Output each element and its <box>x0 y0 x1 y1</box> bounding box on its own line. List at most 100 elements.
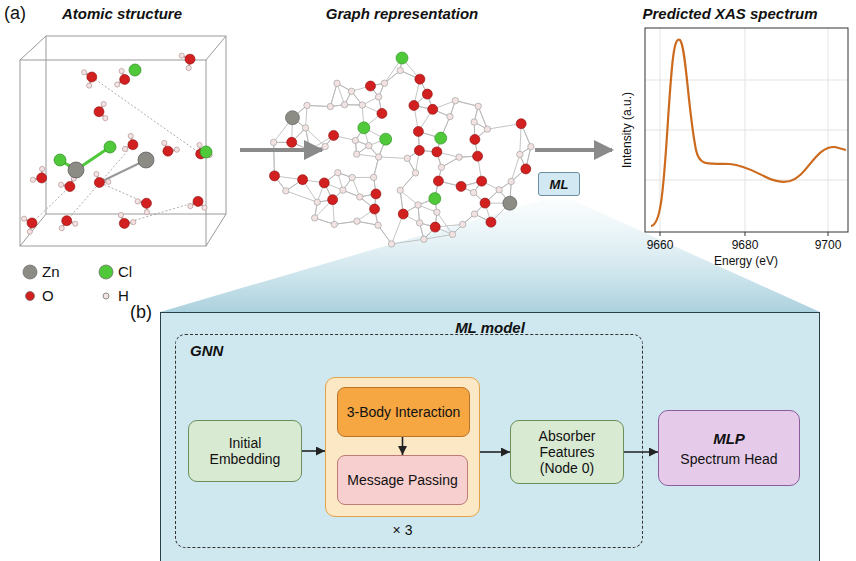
graph-vertex <box>528 143 534 149</box>
graph-edge <box>478 106 487 129</box>
hydrogen-atom <box>197 142 202 147</box>
graph-vertex <box>433 176 443 186</box>
graph-vertex <box>413 127 423 137</box>
graph-vertex <box>521 164 531 174</box>
graph-vertex <box>421 236 427 242</box>
graph-vertex <box>471 119 477 125</box>
graph-vertex <box>340 187 346 193</box>
graph-edge <box>307 105 330 106</box>
hydrogen-atom <box>58 182 63 187</box>
oxygen-atom <box>94 178 104 188</box>
graph-edge <box>330 83 337 106</box>
graph-vertex <box>359 102 365 108</box>
hydrogen-atom <box>115 82 120 87</box>
graph-vertex <box>456 181 466 191</box>
graph-vertex <box>508 178 514 184</box>
graph-edge <box>379 157 408 158</box>
hydrogen-atom <box>30 177 35 182</box>
graph-vertex <box>358 122 370 134</box>
repeat-count: × 3 <box>326 522 479 538</box>
gnn-group: GNN Initial Embedding × 33-Body Interactio… <box>175 334 643 548</box>
graph-vertex <box>388 241 394 247</box>
arrow-connector <box>624 451 658 453</box>
flow-arrow <box>240 148 322 152</box>
graph-vertex <box>452 97 458 103</box>
hydrogen-bond <box>99 183 146 204</box>
spectrum-plot <box>645 28 848 236</box>
graph-vertex <box>370 174 376 180</box>
graph-vertex <box>375 222 381 228</box>
graph-vertex <box>352 137 358 143</box>
graph-vertex <box>311 215 317 221</box>
hydrogen-atom <box>179 53 184 58</box>
legend-swatch <box>23 265 37 279</box>
graph-vertex <box>396 52 408 64</box>
graph-vertex <box>404 155 410 161</box>
ml-box: ML <box>538 172 580 196</box>
legend-swatch <box>99 265 113 279</box>
graph-vertex <box>496 187 502 193</box>
graph-vertex <box>438 164 444 170</box>
oxygen-atom <box>119 218 129 228</box>
hydrogen-atom <box>94 171 99 176</box>
graph-vertex <box>365 81 375 91</box>
hydrogen-atom <box>119 68 124 73</box>
tick-label: 9660 <box>647 238 674 252</box>
hydrogen-bond <box>92 77 201 154</box>
graph-vertex <box>432 147 442 157</box>
oxygen-atom <box>193 196 203 206</box>
graph-vertex <box>473 151 483 161</box>
hydrogen-atom <box>186 65 191 70</box>
panel-title: Atomic structure <box>62 5 182 22</box>
oxygen-atom <box>185 54 195 64</box>
graph-vertex <box>422 89 432 99</box>
graph-vertex <box>475 103 481 109</box>
legend-text: Cl <box>118 263 132 280</box>
graph-vertex <box>447 113 453 119</box>
chlorine-atom <box>200 146 212 158</box>
chlorine-atom <box>54 154 66 166</box>
graph-vertex <box>357 194 363 200</box>
container-fill <box>325 377 480 517</box>
hydrogen-atom <box>106 179 111 184</box>
hydrogen-atom <box>103 116 108 121</box>
hydrogen-atom <box>128 133 133 138</box>
repeat-block: × 33-Body InteractionMessage Passing <box>325 377 480 517</box>
process-box: Initial Embedding <box>188 420 302 482</box>
hydrogen-bond <box>67 145 133 221</box>
spectrum-curve <box>651 40 846 226</box>
graph-vertex <box>516 119 526 129</box>
container-fill <box>160 312 820 561</box>
graph-vertex <box>414 145 424 155</box>
graph-vertex <box>397 67 403 73</box>
graph-vertex <box>449 231 455 237</box>
graph-edge <box>478 106 487 129</box>
graph-edge <box>511 154 520 181</box>
arrow-connector <box>302 450 325 452</box>
graph-edge <box>455 101 478 107</box>
graph-vertex <box>348 88 354 94</box>
panel-letter: (a) <box>4 3 26 24</box>
oxygen-atom <box>141 198 151 208</box>
graph-edge <box>455 101 478 107</box>
graph-edge <box>330 83 337 106</box>
graph-vertex <box>456 154 462 160</box>
zinc-atom <box>138 152 154 168</box>
axis-title: Energy (eV) <box>714 254 778 268</box>
graph-vertex <box>503 196 517 210</box>
panel-title: Predicted XAS spectrum <box>642 5 817 22</box>
node-text: ML <box>550 177 569 192</box>
graph-vertex <box>435 132 447 144</box>
graph-vertex <box>375 154 381 160</box>
graph-vertex <box>283 188 289 194</box>
atomic-structure <box>21 53 212 234</box>
graph-vertex <box>287 137 297 147</box>
graph-vertex <box>486 217 496 227</box>
graph-vertex <box>484 126 490 132</box>
group-title: GNN <box>190 342 223 359</box>
graph-vertex <box>428 104 438 114</box>
panel-title: Graph representation <box>326 5 479 22</box>
oxygen-atom <box>65 182 75 192</box>
hydrogen-atom <box>59 226 64 231</box>
graph-vertex <box>375 94 381 100</box>
